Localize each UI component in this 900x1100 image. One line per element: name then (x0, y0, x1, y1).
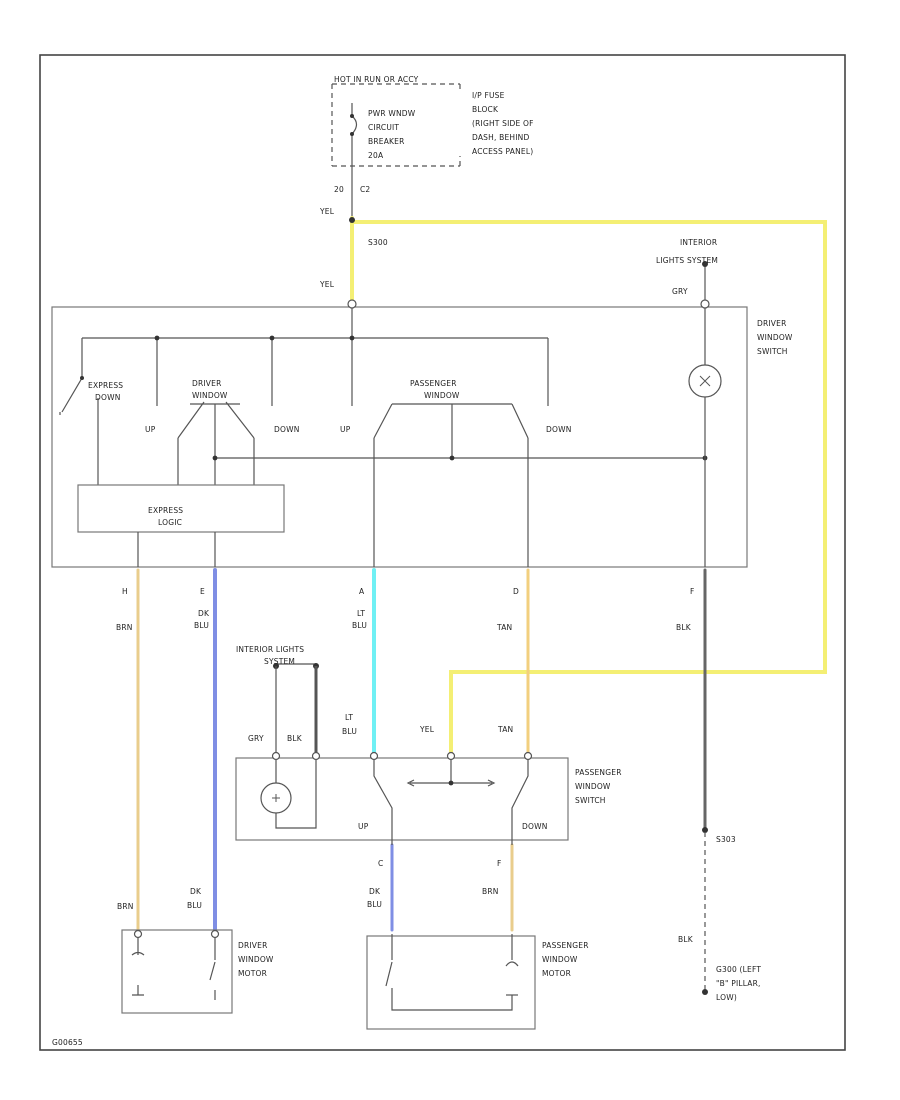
wire-blu-label-3: BLU (342, 727, 357, 736)
wire-brn-label-2: BRN (117, 902, 134, 911)
express-logic-label-2: LOGIC (158, 518, 182, 527)
driver-switch-input-wire: YEL (319, 280, 335, 289)
ground-location-1: G300 (LEFT (716, 965, 761, 974)
driver-motor-label-2: WINDOW (238, 955, 274, 964)
pin-f: F (690, 587, 695, 596)
ground-point-icon (702, 989, 708, 995)
express-down-2: DOWN (95, 393, 121, 402)
ground-circuit (702, 827, 708, 995)
passenger-up-switch-label: UP (358, 822, 369, 831)
wire-blu-label-1: BLU (194, 621, 209, 630)
fuse-location-1: I/P FUSE (472, 91, 505, 100)
wire-blk-label-2: BLK (287, 734, 303, 743)
splice-label: S300 (368, 238, 388, 247)
diagram-frame (39, 54, 846, 1051)
driver-up-label: UP (145, 425, 156, 434)
pin-f2: F (497, 859, 502, 868)
ground-location-3: LOW) (716, 993, 737, 1002)
breaker-line-3: BREAKER (368, 137, 405, 146)
fuse-location-4: DASH, BEHIND (472, 133, 529, 142)
wire-yel-label: YEL (419, 725, 435, 734)
wire-tan-label-1: TAN (496, 623, 512, 632)
fuse-block: HOT IN RUN OR ACCY PWR WNDW CIRCUIT BREA… (331, 75, 534, 167)
passenger-window-switch-box (235, 757, 569, 841)
yellow-passenger-feed-wire (350, 220, 827, 754)
wire-blk-label-1: BLK (676, 623, 692, 632)
fuse-location-3: (RIGHT SIDE OF (472, 119, 534, 128)
passenger-down-label: DOWN (546, 425, 572, 434)
driver-window-switch-box (51, 306, 748, 568)
driver-switch-internal (59, 299, 722, 567)
passenger-motor-internal (385, 934, 519, 1011)
interior-lights-top-1: INTERIOR (680, 238, 717, 247)
fuse-pin-id: C2 (360, 185, 370, 194)
wire-tan-label-2: TAN (497, 725, 513, 734)
fuse-location-2: BLOCK (472, 105, 499, 114)
figure-id: G00655 (52, 1038, 83, 1047)
driver-window-label-1: DRIVER (192, 379, 221, 388)
fuse-pin-number: 20 (334, 185, 344, 194)
passenger-window-motor-box (366, 935, 536, 1030)
driver-switch-name-3: SWITCH (757, 347, 788, 356)
passenger-window-label-2: WINDOW (424, 391, 460, 400)
express-logic-label-1: EXPRESS (148, 506, 183, 515)
passenger-motor-label-1: PASSENGER (542, 941, 589, 950)
wire-blu-label-2: BLU (352, 621, 367, 630)
interior-lights-top-2: LIGHTS SYSTEM (656, 256, 718, 265)
interior-lights-mid (273, 663, 319, 752)
driver-motor-label-1: DRIVER (238, 941, 267, 950)
driver-switch-name-2: WINDOW (757, 333, 793, 342)
yellow-wires (350, 216, 827, 754)
wire-blu-label-4: BLU (367, 900, 382, 909)
ground-splice-label: S303 (716, 835, 736, 844)
wire-brn-label-1: BRN (116, 623, 133, 632)
ground-splice-dot (702, 827, 708, 833)
fuse-wire-color: YEL (319, 207, 335, 216)
driver-window-label-2: WINDOW (192, 391, 228, 400)
wire-blu-label-5: BLU (187, 901, 202, 910)
breaker-line-4: 20A (368, 151, 384, 160)
wire-dk-label-2: DK (190, 887, 202, 896)
driver-motor-label-3: MOTOR (238, 969, 267, 978)
passenger-window-label-1: PASSENGER (410, 379, 457, 388)
driver-switch-lamp-wire: GRY (672, 287, 688, 296)
fuse-header: HOT IN RUN OR ACCY (334, 75, 419, 84)
ground-location-2: "B" PILLAR, (716, 979, 761, 988)
express-logic-box (77, 484, 285, 533)
wire-gry-label: GRY (248, 734, 264, 743)
passenger-motor-label-2: WINDOW (542, 955, 578, 964)
passenger-motor-label-3: MOTOR (542, 969, 571, 978)
passenger-down-switch-label: DOWN (522, 822, 548, 831)
passenger-switch-name-2: WINDOW (575, 782, 611, 791)
pin-e: E (200, 587, 205, 596)
fuse-location-5: ACCESS PANEL) (472, 147, 533, 156)
wire-dk-label-1: DK (198, 609, 210, 618)
wire-lt-label-1: LT (357, 609, 365, 618)
interior-lights-mid-1: INTERIOR LIGHTS (236, 645, 304, 654)
breaker-line-2: CIRCUIT (368, 123, 399, 132)
express-down-1: EXPRESS (88, 381, 123, 390)
ground-wire-label: BLK (678, 935, 694, 944)
wire-brn-label-3: BRN (482, 887, 499, 896)
driver-down-label: DOWN (274, 425, 300, 434)
pin-a: A (359, 587, 365, 596)
splice-dot (349, 217, 355, 223)
passenger-switch-internal (260, 751, 533, 845)
pin-c: C (378, 859, 383, 868)
driver-window-motor-box (121, 929, 233, 1014)
wire-dk-label-3: DK (369, 887, 381, 896)
passenger-switch-name-3: SWITCH (575, 796, 606, 805)
interior-lights-mid-2: SYSTEM (264, 657, 295, 666)
wire-lt-label-2: LT (345, 713, 353, 722)
breaker-line-1: PWR WNDW (368, 109, 416, 118)
driver-switch-name-1: DRIVER (757, 319, 786, 328)
passenger-up-label: UP (340, 425, 351, 434)
pin-d: D (513, 587, 519, 596)
pin-h: H (122, 587, 128, 596)
driver-motor-internal (131, 929, 220, 1000)
passenger-switch-name-1: PASSENGER (575, 768, 622, 777)
